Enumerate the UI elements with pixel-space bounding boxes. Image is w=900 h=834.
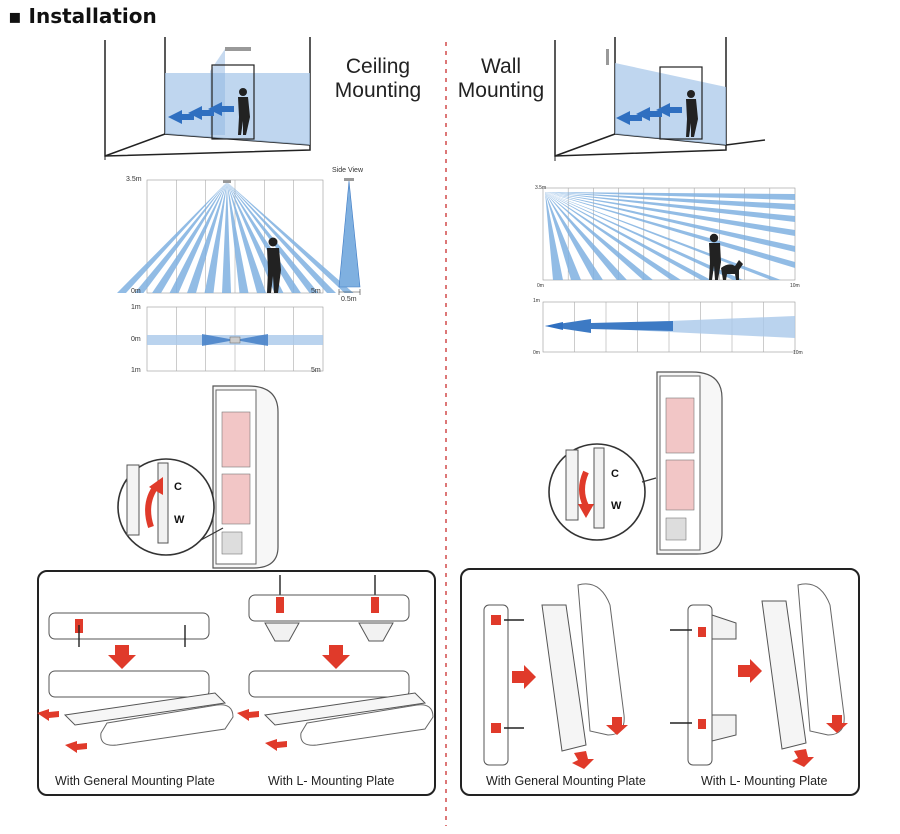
detection-beam — [227, 182, 266, 293]
detection-beam — [187, 182, 227, 293]
detection-beam — [545, 192, 603, 280]
detection-beam — [545, 192, 743, 280]
wall-room-illustration — [554, 37, 766, 161]
wall-mounting-label: Wall Mounting — [446, 55, 556, 103]
detection-beam — [545, 192, 795, 200]
detection-beam — [227, 182, 336, 293]
wall-caption-general: With General Mounting Plate — [486, 774, 646, 788]
detection-beam — [227, 182, 319, 293]
wall-top-scale-end: 10m — [793, 350, 803, 356]
detection-beam — [545, 192, 795, 210]
ceiling-top-scale-top: 1m — [131, 304, 141, 311]
ceiling-switch-c: C — [174, 481, 182, 493]
detection-beam — [545, 192, 795, 268]
detection-beam — [117, 182, 227, 293]
detection-beam — [545, 192, 563, 280]
detection-beam — [204, 182, 227, 293]
ceiling-detection-pattern — [117, 179, 354, 294]
wall-label-line2: Mounting — [457, 79, 545, 102]
detection-beam — [152, 182, 227, 293]
detection-beam — [134, 182, 227, 293]
detection-beam — [227, 182, 354, 293]
wall-top-scale-top: 1m — [533, 298, 540, 304]
wall-sensor-device — [656, 371, 723, 555]
ceiling-side-view-cone — [338, 178, 361, 295]
detection-beam — [545, 192, 795, 252]
ceiling-top-scale-mid: 0m — [131, 336, 141, 343]
ceiling-mounting-steps — [37, 575, 434, 753]
wall-caption-l: With L- Mounting Plate — [701, 774, 828, 788]
wall-top-view-pattern — [542, 301, 796, 353]
detection-beam — [545, 192, 795, 222]
ceiling-range-end: 5m — [311, 288, 321, 295]
ceiling-label-line1: Ceiling — [345, 55, 411, 78]
detection-beam — [545, 192, 581, 280]
wall-switch-zoom — [548, 443, 657, 541]
ceiling-label-line2: Mounting — [334, 79, 422, 102]
ceiling-caption-l: With L- Mounting Plate — [268, 774, 395, 788]
wall-height-top: 3.5m — [535, 185, 547, 191]
wall-detection-pattern — [542, 187, 796, 281]
ceiling-top-scale-bottom: 1m — [131, 367, 141, 374]
wall-mounting-steps — [483, 583, 848, 769]
wall-height-bottom: 0m — [537, 283, 544, 289]
ceiling-switch-zoom — [117, 458, 224, 556]
detection-beam — [169, 182, 227, 293]
ceiling-top-scale-end: 5m — [311, 367, 321, 374]
detection-beam — [545, 192, 795, 236]
ceiling-room-illustration — [104, 37, 311, 160]
detection-beam — [227, 182, 249, 293]
ceiling-height-top: 3.5m — [126, 176, 142, 183]
wall-range-end: 10m — [790, 283, 800, 289]
ceiling-sensor-device — [212, 385, 279, 569]
ceiling-height-bottom: 0m — [131, 288, 141, 295]
ceiling-top-view-pattern — [146, 306, 324, 372]
detection-beam — [545, 192, 711, 280]
side-view-width: 0.5m — [341, 296, 357, 303]
wall-top-scale-bottom: 0m — [533, 350, 540, 356]
wall-switch-w: W — [611, 500, 622, 512]
detection-beam — [545, 192, 781, 280]
section-title: ▪ Installation — [8, 4, 157, 28]
detection-beam — [545, 192, 627, 280]
ceiling-mounting-label: Ceiling Mounting — [318, 55, 438, 103]
side-view-label: Side View — [332, 167, 364, 174]
detection-beam — [222, 182, 231, 293]
wall-label-line1: Wall — [480, 55, 522, 78]
detection-beam — [227, 182, 301, 293]
ceiling-switch-w: W — [174, 514, 185, 526]
ceiling-caption-general: With General Mounting Plate — [55, 774, 215, 788]
detection-beam — [545, 192, 653, 280]
detection-beam — [545, 192, 681, 280]
wall-switch-c: C — [611, 468, 619, 480]
